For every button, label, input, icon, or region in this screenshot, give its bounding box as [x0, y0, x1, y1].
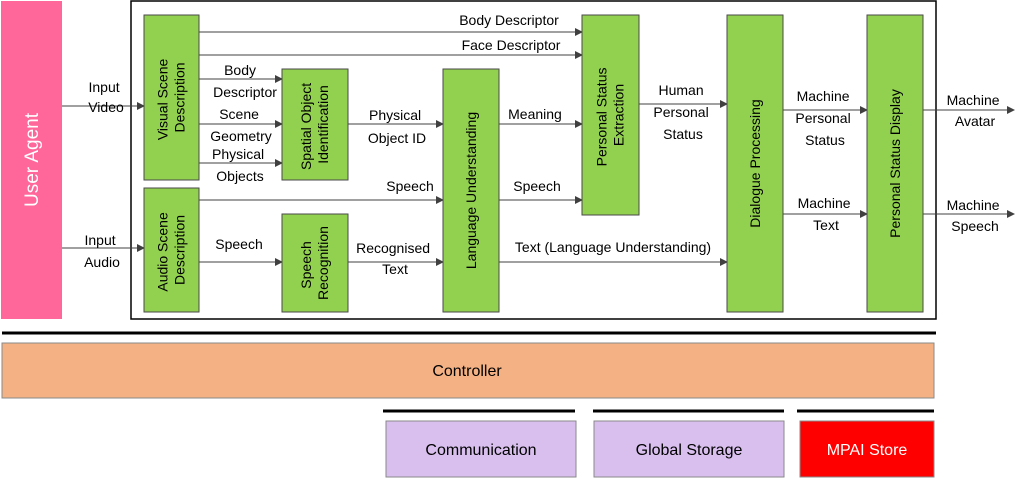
- audio-scene-description-label: Audio Scene Description: [155, 208, 188, 291]
- arrows: [62, 28, 1015, 266]
- body-descriptor-top-label: Body Descriptor: [459, 12, 559, 28]
- physical-objects-label: Physical Objects: [212, 146, 268, 184]
- user-agent-box: [1, 1, 62, 319]
- machine-personal-status-label: Machine Personal Status: [795, 88, 854, 148]
- user-agent-label: User Agent: [22, 112, 43, 207]
- communication-box: [385, 420, 577, 478]
- spatial-object-identification-box: [281, 68, 349, 181]
- input-audio-label: Input Audio: [84, 232, 120, 270]
- speech-audio-label: Speech: [215, 236, 262, 252]
- mpai-store-box: [799, 420, 935, 478]
- personal-status-extraction-label: Personal Status Extraction: [594, 64, 627, 167]
- personal-status-extraction-box: [581, 14, 640, 216]
- meaning-label: Meaning: [508, 106, 562, 122]
- communication-label: Communication: [425, 442, 536, 459]
- recognised-text-label: Recognised Text: [356, 240, 434, 277]
- speech-recognition-box: [281, 213, 349, 313]
- speech-recognition-label: Speech Recognition: [298, 226, 331, 300]
- speech-lu-label: Speech: [513, 178, 560, 194]
- machine-text-label: Machine Text: [798, 195, 855, 233]
- visual-scene-description-label: Visual Scene Description: [155, 55, 188, 140]
- audio-scene-description-box: [143, 187, 200, 313]
- physical-object-id-label: Physical Object ID: [368, 107, 426, 146]
- global-storage-box: [593, 420, 785, 478]
- pipeline-frame: [130, 0, 937, 320]
- machine-avatar-label: Machine Avatar: [947, 92, 1004, 129]
- dialogue-processing-box: [726, 14, 784, 313]
- scene-geometry-label: Scene Geometry: [210, 106, 271, 144]
- spatial-object-identification-label: Spatial Object Identification: [298, 79, 331, 170]
- controller-bar: [1, 342, 935, 399]
- input-video-label: Input Video: [88, 79, 124, 115]
- dialogue-processing-label: Dialogue Processing: [747, 99, 763, 227]
- language-understanding-box: [442, 68, 500, 313]
- personal-status-display-label: Personal Status Display: [887, 89, 903, 238]
- mpai-store-label: MPAI Store: [827, 442, 908, 459]
- machine-speech-label: Machine Speech: [947, 197, 1004, 234]
- human-personal-status-label: Human Personal Status: [653, 82, 712, 142]
- global-storage-label: Global Storage: [636, 442, 743, 459]
- personal-status-display-box: [866, 14, 924, 313]
- text-lu-label: Text (Language Understanding): [515, 239, 711, 255]
- visual-scene-description-box: [143, 14, 200, 181]
- face-descriptor-label: Face Descriptor: [462, 37, 561, 53]
- controller-label: Controller: [432, 363, 502, 380]
- body-descriptor-label: Body Descriptor: [213, 62, 277, 100]
- language-understanding-label: Language Understanding: [463, 112, 479, 269]
- speech-visual-label: Speech: [386, 178, 433, 194]
